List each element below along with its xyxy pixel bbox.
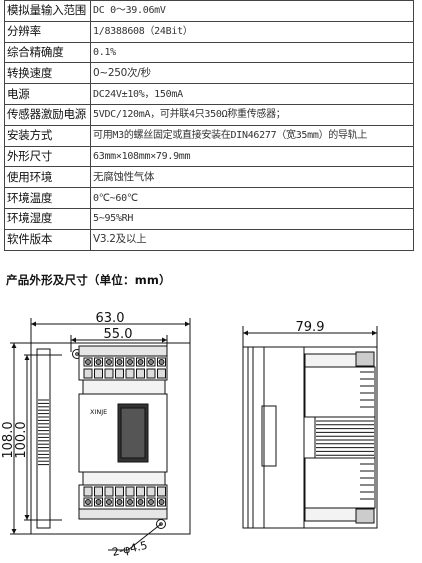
dim-height-inner: 100.0 [14,355,30,520]
spec-key: 传感器激励电源 [4,103,91,126]
spec-key: 分辨率 [4,20,91,43]
dim-height-outer: 108.0 [1,343,17,534]
front-view: XINJE [10,318,191,535]
brand-label: XINJE [90,408,107,416]
spec-row: 安装方式可用M3的螺丝固定或直接安装在DIN46277（宽35mm）的导轨上 [4,124,414,147]
spec-key: 外形尺寸 [4,145,91,168]
spec-value: 0~250次/秒 [90,62,414,85]
spec-key: 电源 [4,83,91,105]
spec-row: 使用环境无腐蚀性气体 [4,166,414,189]
dim-width-outer: 63.0 [31,311,190,327]
spec-key: 环境温度 [4,187,91,209]
spec-value: 63mm×108mm×79.9mm [90,145,414,168]
spec-value: 可用M3的螺丝固定或直接安装在DIN46277（宽35mm）的导轨上 [90,124,414,147]
spec-value: DC24V±10%，150mA [90,83,414,105]
dim-width-inner: 55.0 [71,327,167,343]
spec-value: DC 0～39.06mV [90,0,414,22]
spec-key: 使用环境 [4,166,91,189]
spec-value: 0℃~60℃ [90,187,414,209]
spec-value: 5VDC/120mA，可并联4只350Ω称重传感器； [90,103,414,126]
spec-key: 环境湿度 [4,207,91,230]
spec-value: 0.1% [90,41,414,64]
svg-text:63.0: 63.0 [96,311,125,326]
svg-text:2-φ4.5: 2-φ4.5 [111,539,149,559]
spec-key: 软件版本 [4,228,91,251]
svg-text:100.0: 100.0 [14,421,29,458]
dim-hole-callout: 2-φ4.5 [108,523,162,559]
spec-value: V3.2及以上 [90,228,414,251]
spec-value: 5~95%RH [90,207,414,230]
spec-key: 模拟量输入范围 [4,0,91,22]
spec-key: 转换速度 [4,62,91,85]
svg-text:108.0: 108.0 [1,421,16,458]
dimension-drawing: XINJE 63.0 55.0 108.0 100.0 2-φ4.5 [1,311,378,559]
svg-text:79.9: 79.9 [296,320,325,335]
svg-text:55.0: 55.0 [104,327,133,342]
spec-key: 安装方式 [4,124,91,147]
spec-value: 1/8388608（24Bit） [90,20,414,43]
spec-value: 无腐蚀性气体 [90,166,414,189]
spec-key: 综合精确度 [4,41,91,64]
side-view [242,326,378,529]
dim-depth: 79.9 [243,320,377,336]
section-title: 产品外形及尺寸（单位：mm） [6,273,171,287]
